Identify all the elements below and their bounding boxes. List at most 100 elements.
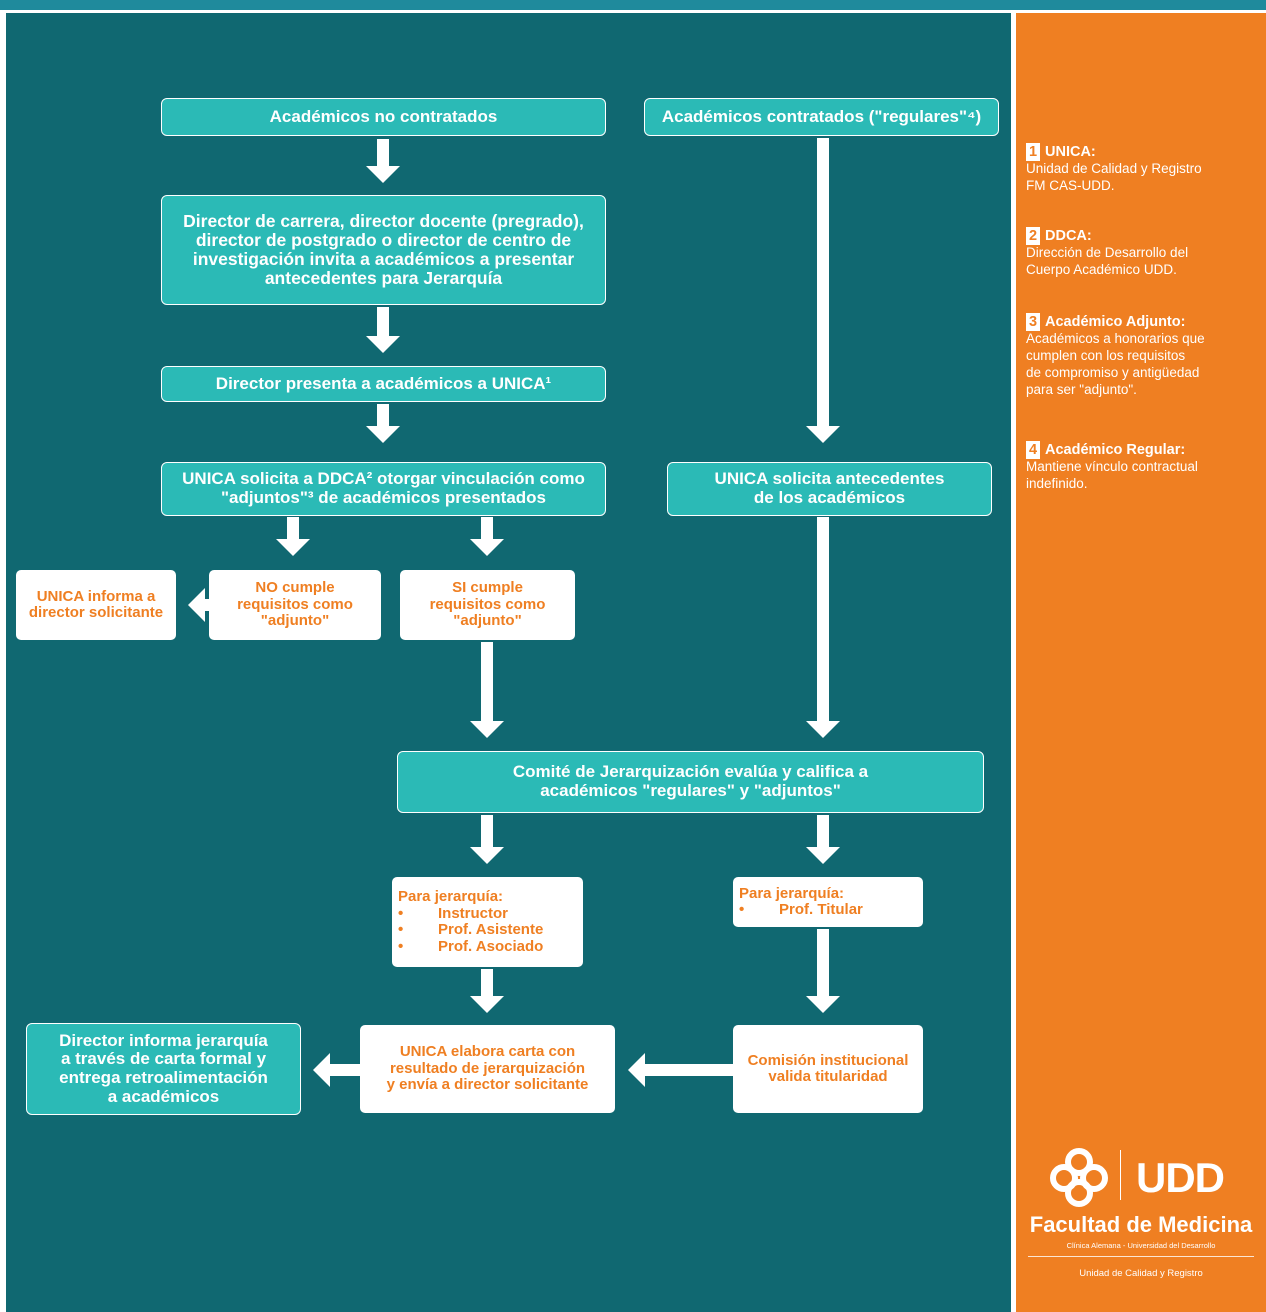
- box-comision-line: valida titularidad: [768, 1068, 888, 1085]
- bullet-icon: [398, 906, 420, 923]
- box-director-invita-line: antecedentes para Jerarquía: [264, 268, 503, 289]
- note-line: cumplen con los requisitos: [1026, 348, 1186, 363]
- jerarquia-left-item: Prof. Asistente: [398, 921, 544, 939]
- arrow-down: [806, 929, 840, 1013]
- box-no-contratados-text: Académicos no contratados: [269, 106, 498, 126]
- note-ddca: 2 DDCA: Dirección de Desarrollo del Cuerp…: [1026, 227, 1256, 279]
- box-jerarquia-left: Para jerarquía: Instructor Prof. Asisten…: [392, 877, 583, 967]
- box-director-invita: Director de carrera, director docente (p…: [161, 195, 606, 305]
- box-comision-line: Comisión institucional: [747, 1051, 909, 1069]
- note-academico-adjunto: 3 Académico Adjunto: Académicos a honorar…: [1026, 313, 1256, 399]
- arrow-left: [313, 1053, 360, 1087]
- arrow-left: [188, 588, 209, 622]
- box-no-cumple-line: requisitos como: [237, 595, 353, 613]
- box-unica-elabora-line: resultado de jerarquización: [389, 1059, 586, 1077]
- bullet-icon: [398, 939, 420, 956]
- box-unica-solicita-ddca: UNICA solicita a DDCA² otorgar vinculaci…: [161, 462, 606, 516]
- arrow-down: [470, 815, 504, 864]
- box-director-informa-line: a académicos: [107, 1086, 220, 1106]
- box-unica-solicita-ddca-line: "adjuntos"³ de académicos presentados: [220, 488, 547, 507]
- logo-divider: [1120, 1150, 1121, 1200]
- jerarquia-left-item-text: Prof. Asistente: [438, 921, 544, 938]
- box-antecedentes-line: de los académicos: [753, 488, 906, 507]
- jerarquia-right-title: Para jerarquía:: [739, 884, 845, 902]
- notes-panel: [1016, 13, 1266, 1312]
- note-line: Cuerpo Académico UDD.: [1026, 262, 1177, 277]
- note-title: UNICA:: [1045, 144, 1096, 160]
- note-number: 2: [1026, 227, 1040, 246]
- jerarquia-right-item-text: Prof. Titular: [779, 901, 863, 918]
- logo-unit: Unidad de Calidad y Registro: [1079, 1268, 1203, 1279]
- logo-faculty: Facultad de Medicina: [1029, 1212, 1253, 1237]
- note-line: Mantiene vínculo contractual: [1026, 459, 1198, 475]
- logo-mark-icon: [1050, 1148, 1108, 1207]
- note-number: 3: [1026, 313, 1040, 332]
- box-si-cumple-line: SI cumple: [452, 579, 523, 597]
- box-si-cumple-line: "adjunto": [453, 612, 522, 630]
- jerarquia-left-item: Instructor: [398, 904, 509, 923]
- box-unica-solicita-antecedentes: UNICA solicita antecedentes de los acadé…: [667, 462, 992, 516]
- box-unica-informa: UNICA informa a director solicitante: [16, 570, 176, 640]
- box-jerarquia-right: Para jerarquía: Prof. Titular: [733, 877, 923, 927]
- note-title: Académico Regular:: [1045, 442, 1186, 458]
- note-title: DDCA:: [1045, 228, 1092, 244]
- box-unica-elabora-line: UNICA elabora carta con: [399, 1043, 576, 1061]
- jerarquia-left-item-text: Instructor: [438, 904, 509, 922]
- box-director-invita-line: director de postgrado o director de cent…: [195, 229, 572, 250]
- bullet-icon: [739, 902, 761, 919]
- bullet-icon: [398, 922, 420, 939]
- box-antecedentes-line: UNICA solicita antecedentes: [714, 469, 945, 489]
- note-number: 1: [1026, 143, 1040, 162]
- box-contratados-text: Académicos contratados ("regulares"⁴): [661, 106, 982, 126]
- logo-rule: [1028, 1256, 1254, 1257]
- box-unica-elabora-line: y envía a director solicitante: [386, 1076, 589, 1094]
- note-line: Dirección de Desarrollo del: [1026, 245, 1189, 261]
- jerarquia-left-item-text: Prof. Asociado: [438, 937, 544, 955]
- arrow-left: [628, 1053, 733, 1087]
- arrow-down: [276, 517, 310, 556]
- box-unica-informa-line: UNICA informa a: [36, 587, 156, 605]
- note-line: indefinido.: [1026, 476, 1088, 491]
- arrow-down: [470, 642, 504, 738]
- box-director-invita-line: Director de carrera, director docente (p…: [183, 210, 584, 231]
- box-si-cumple-line: requisitos como: [429, 595, 546, 613]
- box-no-cumple-line: "adjunto": [260, 612, 330, 630]
- arrow-down: [470, 517, 504, 556]
- box-comite: Comité de Jerarquización evalúa y califi…: [397, 751, 984, 813]
- box-director-informa-line: entrega retroalimentación: [59, 1068, 268, 1087]
- arrow-down: [366, 139, 400, 183]
- note-number: 4: [1026, 441, 1040, 460]
- arrow-down: [366, 307, 400, 353]
- logo-brand: UDD: [1136, 1154, 1225, 1201]
- box-no-contratados: Académicos no contratados: [161, 98, 606, 136]
- box-contratados: Académicos contratados ("regulares"⁴): [644, 98, 999, 136]
- arrow-down: [366, 404, 400, 443]
- box-director-informa-line: a través de carta formal y: [60, 1049, 267, 1069]
- box-si-cumple: SI cumple requisitos como "adjunto": [400, 570, 575, 640]
- udd-logo: UDD Facultad de Medicina Clínica Alemana…: [1016, 1140, 1266, 1290]
- note-line: Académicos a honorarios que: [1026, 331, 1205, 347]
- box-director-invita-line: investigación invita a académicos a pres…: [192, 249, 575, 269]
- arrow-down: [806, 815, 840, 864]
- note-line: para ser "adjunto".: [1026, 381, 1137, 397]
- box-comite-line: académicos "regulares" y "adjuntos": [540, 781, 841, 800]
- note-title: Académico Adjunto:: [1045, 314, 1186, 330]
- note-line: FM CAS-UDD.: [1026, 178, 1115, 193]
- box-comite-line: Comité de Jerarquización evalúa y califi…: [512, 762, 869, 782]
- jerarquia-right-item: Prof. Titular: [739, 901, 863, 919]
- box-unica-elabora: UNICA elabora carta con resultado de jer…: [360, 1025, 615, 1113]
- arrow-down: [470, 969, 504, 1013]
- logo-subtitle: Clínica Alemana - Universidad del Desarr…: [1066, 1241, 1216, 1250]
- note-academico-regular: 4 Académico Regular: Mantiene vínculo con…: [1026, 441, 1256, 493]
- top-bar: [0, 0, 1266, 10]
- box-director-informa: Director informa jerarquía a través de c…: [26, 1023, 301, 1115]
- box-director-presenta-text: Director presenta a académicos a UNICA¹: [215, 373, 552, 393]
- box-no-cumple-line: NO cumple: [255, 579, 335, 597]
- box-unica-solicita-ddca-line: UNICA solicita a DDCA² otorgar vinculaci…: [182, 469, 585, 489]
- box-comision: Comisión institucional valida titularida…: [733, 1025, 923, 1113]
- arrow-down: [806, 138, 840, 443]
- jerarquia-left-title: Para jerarquía:: [398, 888, 504, 905]
- box-director-presenta: Director presenta a académicos a UNICA¹: [161, 366, 606, 402]
